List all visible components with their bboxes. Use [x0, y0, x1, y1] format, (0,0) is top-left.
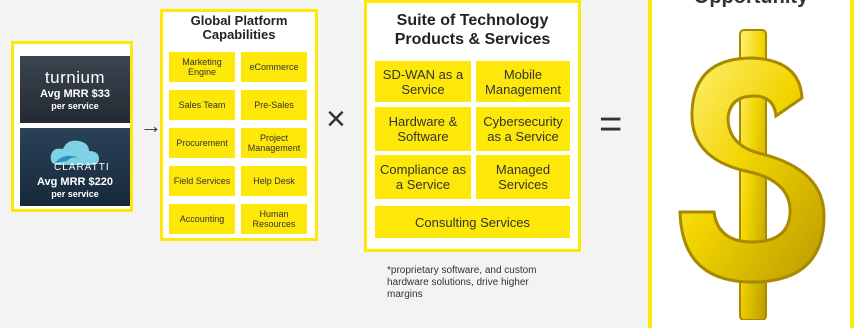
- claratti-mrr-line2: per service: [51, 189, 99, 199]
- capability-cell: eCommerce: [241, 52, 307, 82]
- multiply-icon: ×: [326, 100, 346, 138]
- capability-cell: Accounting: [169, 204, 235, 234]
- turnium-mrr: Avg MRR $33 per service: [20, 88, 130, 112]
- cloud-icon: [50, 140, 99, 165]
- claratti-mrr-line1: Avg MRR $220: [36, 176, 113, 188]
- capability-cell: Sales Team: [169, 90, 235, 120]
- suite-title: Suite of Technology Products & Services: [367, 11, 578, 49]
- turnium-logo: turnium: [44, 68, 106, 87]
- turnium-mrr-line2: per service: [51, 101, 99, 111]
- service-cell: Managed Services: [476, 155, 570, 199]
- suite-title-line2: Products & Services: [394, 31, 551, 48]
- footnote: *proprietary software, and custom hardwa…: [387, 265, 537, 300]
- opportunity-panel: Opportunity: [648, 0, 854, 328]
- global-platform-box: Global Platform Capabilities Marketing E…: [160, 9, 318, 241]
- capability-cell: Procurement: [169, 128, 235, 158]
- service-cell-wide: Consulting Services: [375, 206, 570, 238]
- equals-icon: =: [599, 102, 623, 146]
- service-cell: Mobile Management: [476, 61, 570, 102]
- claratti-wordmark: CLARATTI: [54, 162, 110, 173]
- global-platform-title-line2: Capabilities: [202, 27, 276, 42]
- capability-cell: Project Management: [241, 128, 307, 158]
- claratti-panel: CLARATTI Avg MRR $220 per service: [20, 128, 130, 206]
- suite-title-line1: Suite of Technology: [396, 12, 549, 29]
- arrow-right-icon: →: [140, 113, 162, 138]
- capability-cell: Human Resources: [241, 204, 307, 234]
- capability-cell: Help Desk: [241, 166, 307, 196]
- global-platform-title: Global Platform Capabilities: [163, 14, 315, 42]
- brand-card: turnium Avg MRR $33 per service CLARATTI…: [11, 41, 133, 212]
- service-cell: SD-WAN as a Service: [375, 61, 471, 102]
- service-cell: Compliance as a Service: [375, 155, 471, 199]
- dollar-sign-icon: [678, 29, 826, 320]
- turnium-panel: turnium Avg MRR $33 per service: [20, 56, 130, 123]
- global-platform-title-line1: Global Platform: [190, 13, 288, 28]
- turnium-mrr-line1: Avg MRR $33: [40, 88, 110, 100]
- claratti-logo: CLARATTI: [20, 132, 130, 176]
- suite-box: Suite of Technology Products & Services …: [364, 0, 581, 252]
- claratti-mrr: Avg MRR $220 per service: [20, 176, 130, 200]
- capability-cell: Marketing Engine: [169, 52, 235, 82]
- service-cell: Hardware & Software: [375, 107, 471, 151]
- opportunity-title: Opportunity: [652, 0, 850, 9]
- capability-cell: Field Services: [169, 166, 235, 196]
- service-cell: Cybersecurity as a Service: [476, 107, 570, 151]
- capability-cell: Pre-Sales: [241, 90, 307, 120]
